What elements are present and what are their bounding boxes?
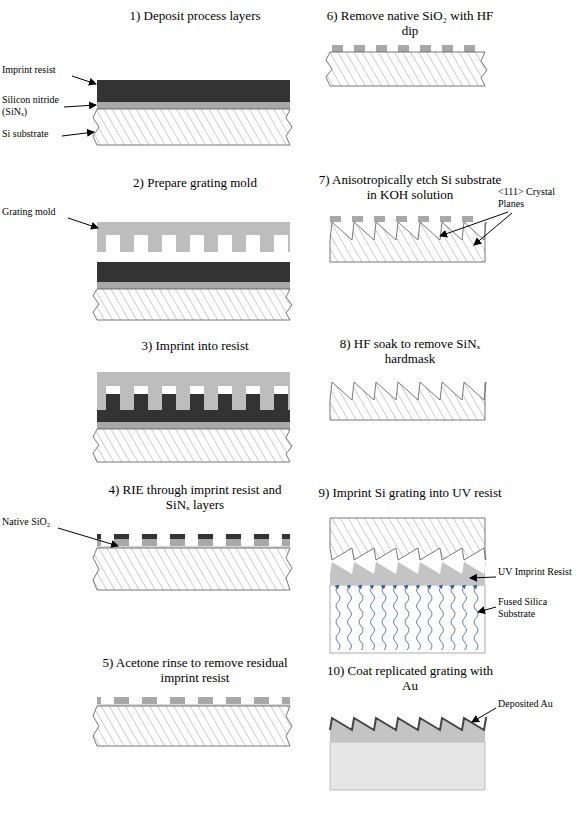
step-title: 3) Imprint into resist <box>95 338 295 353</box>
layer-label: Grating mold <box>2 206 82 218</box>
layer-label: <111> Crystal Planes <box>498 186 578 210</box>
layer-label: Fused Silica Substrate <box>498 596 578 620</box>
layer-label: Silicon nitride (SiNₓ) <box>2 94 64 118</box>
layer-label: Deposited Au <box>498 698 576 710</box>
layer-label: Imprint resist <box>2 64 82 76</box>
step-title: 7) Anisotropically etch Si substrate in … <box>318 172 502 202</box>
step-title: 9) Imprint Si grating into UV resist <box>318 485 502 500</box>
step-title: 1) Deposit process layers <box>95 8 295 23</box>
step-title: 8) HF soak to remove SiNₓ hardmask <box>320 336 500 366</box>
step-title: 4) RIE through imprint resist and SiNₓ l… <box>105 482 285 512</box>
layer-label: UV Imprint Resist <box>498 566 578 578</box>
step-title: 10) Coat replicated grating with Au <box>318 663 502 693</box>
step-title: 2) Prepare grating mold <box>95 175 295 190</box>
step-title: 6) Remove native SiO₂ with HF dip <box>320 8 500 38</box>
layer-label: Native SiO₂ <box>2 516 72 528</box>
step-title: 5) Acetone rinse to remove residual impr… <box>100 655 290 685</box>
layer-label: Si substrate <box>2 128 62 140</box>
